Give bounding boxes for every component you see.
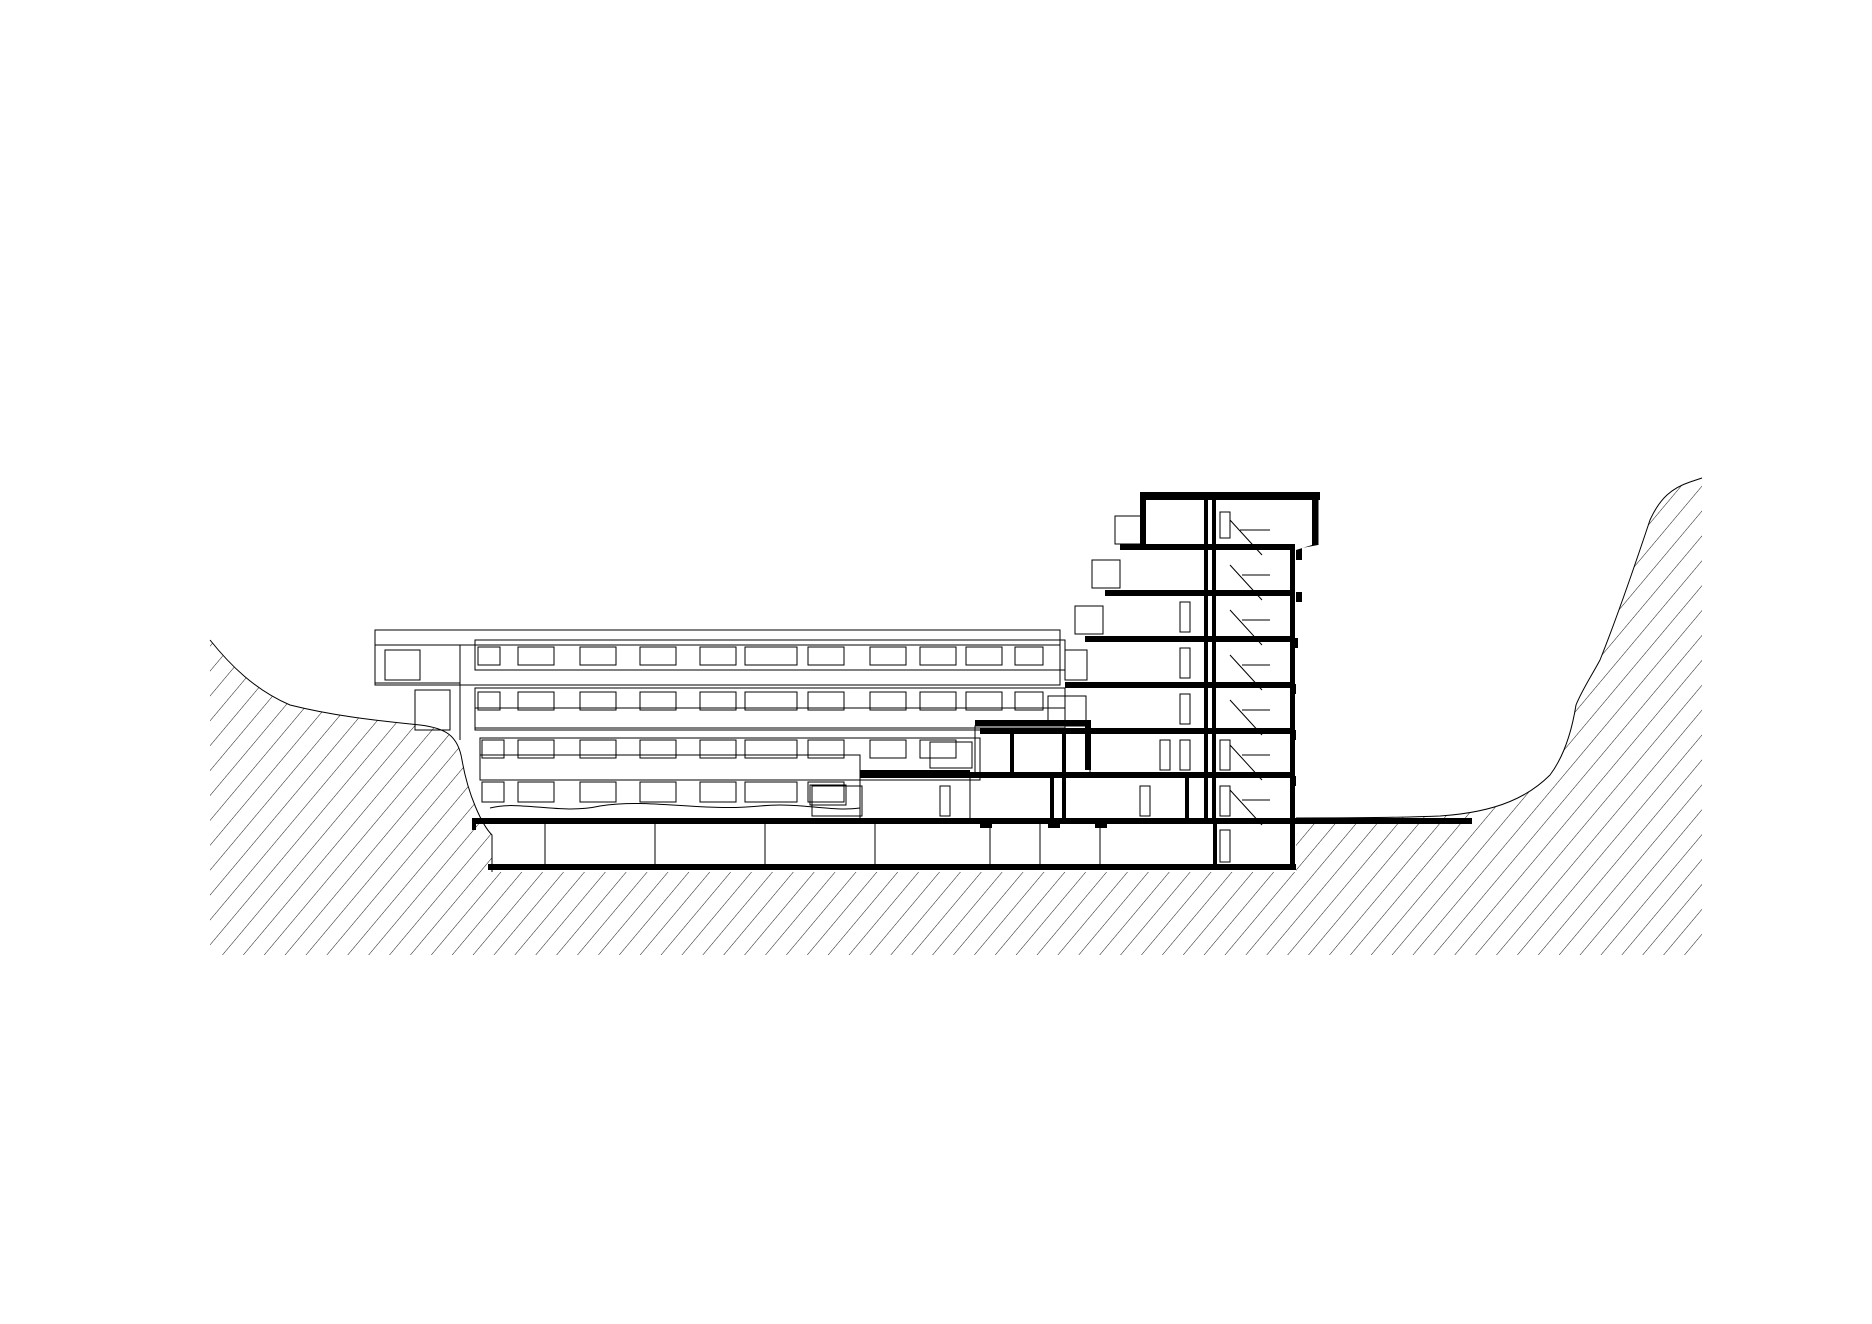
stair [1229, 519, 1270, 826]
window-row-1 [474, 639, 1066, 671]
tower-facade [1290, 500, 1319, 786]
doors [939, 511, 1231, 863]
window-row-4 [481, 781, 847, 806]
window-row-3 [479, 737, 981, 781]
window-row-2 [474, 687, 1066, 731]
floor-slabs [472, 492, 1472, 870]
basement-columns [544, 822, 1107, 864]
terrace-sections [859, 720, 1091, 823]
terrain [209, 477, 1703, 955]
rear-elevation [374, 629, 1066, 806]
balconies [811, 515, 1144, 817]
